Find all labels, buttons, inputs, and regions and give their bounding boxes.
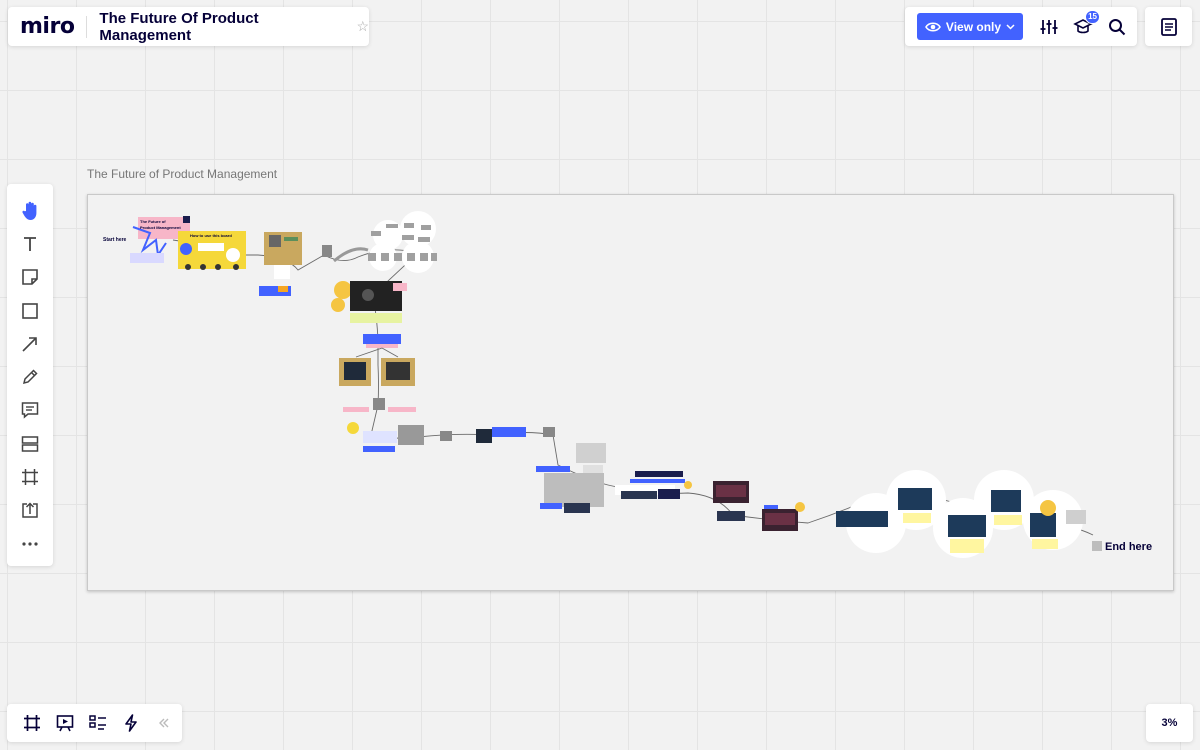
- lightning-button[interactable]: [114, 708, 147, 738]
- start-label[interactable]: Start here: [103, 237, 127, 243]
- view-only-button[interactable]: View only: [917, 13, 1023, 40]
- frame-title[interactable]: The Future of Product Management: [87, 167, 278, 181]
- frame-icon: [22, 469, 38, 486]
- end-cluster[interactable]: [836, 470, 1102, 558]
- frame-tool[interactable]: [13, 460, 47, 493]
- intro-title-line1: The Future of: [140, 219, 166, 224]
- chevron-down-icon: [1006, 23, 1015, 30]
- howto-title: How to use this board: [190, 233, 232, 238]
- collapse-button[interactable]: [147, 708, 180, 738]
- intro-card[interactable]: [130, 216, 190, 263]
- search-button[interactable]: [1103, 13, 1131, 41]
- text-icon: [24, 237, 36, 251]
- layout-icon: [21, 435, 39, 452]
- pen-icon: [22, 369, 38, 385]
- connection-line-tool[interactable]: [13, 327, 47, 360]
- end-label[interactable]: End here: [1105, 541, 1153, 553]
- hand-icon: [22, 201, 37, 220]
- text-tool[interactable]: [13, 227, 47, 260]
- shape-icon: [22, 302, 38, 319]
- hand-tool[interactable]: [13, 194, 47, 227]
- upload-tool[interactable]: [13, 494, 47, 527]
- board-header: miro The Future Of Product Management ☆: [8, 7, 369, 46]
- pen-tool[interactable]: [13, 360, 47, 393]
- bottom-toolbar: [7, 704, 182, 742]
- board-content: [130, 211, 1102, 558]
- frames-button[interactable]: [15, 708, 48, 738]
- star-icon[interactable]: ☆: [356, 18, 369, 34]
- learning-button[interactable]: 15: [1069, 9, 1100, 41]
- lightning-icon: [124, 714, 137, 732]
- notification-badge: 15: [1085, 9, 1100, 24]
- sticky-note-tool[interactable]: [13, 261, 47, 294]
- intro-title-line2: Product Management: [140, 225, 181, 230]
- upload-icon: [22, 502, 38, 519]
- decision-node[interactable]: [363, 334, 401, 344]
- frames-icon: [23, 715, 40, 731]
- miro-logo[interactable]: miro: [20, 14, 75, 39]
- presentation-icon: [56, 715, 73, 732]
- shape-tool[interactable]: [13, 294, 47, 327]
- board-outline-button[interactable]: [81, 708, 114, 738]
- workshop-section[interactable]: [536, 443, 606, 513]
- more-icon: [22, 542, 38, 546]
- eye-icon: [924, 21, 941, 32]
- comment-icon: [21, 402, 39, 420]
- board-title[interactable]: The Future Of Product Management: [99, 9, 259, 44]
- comment-tool[interactable]: [13, 394, 47, 427]
- topic-cluster[interactable]: [368, 211, 437, 273]
- document-icon: [1160, 17, 1177, 36]
- howto-card[interactable]: [178, 231, 246, 270]
- collapse-icon: [158, 718, 168, 728]
- header-divider: [86, 15, 88, 38]
- header-actions: View only 15: [905, 7, 1137, 46]
- more-tools[interactable]: [13, 527, 47, 560]
- board-frame[interactable]: Start here The Future of Product Managem…: [87, 194, 1174, 591]
- connection-line-icon: [22, 337, 37, 352]
- settings-sliders-button[interactable]: [1035, 13, 1063, 41]
- search-icon: [1109, 18, 1126, 35]
- sliders-icon: [1040, 19, 1058, 34]
- video-cluster[interactable]: [331, 281, 407, 323]
- layout-tool[interactable]: [13, 427, 47, 460]
- presentation-button[interactable]: [48, 708, 81, 738]
- view-only-label: View only: [945, 19, 1002, 34]
- avatar: [322, 245, 332, 257]
- sticky-note-icon: [22, 269, 38, 286]
- left-toolbar: [7, 184, 53, 566]
- board-outline-icon: [88, 715, 106, 730]
- notes-button[interactable]: [1145, 7, 1192, 46]
- product-school-card[interactable]: [347, 422, 424, 452]
- speaker-card[interactable]: [259, 232, 302, 296]
- zoom-level[interactable]: 3%: [1146, 704, 1193, 742]
- graduation-cap-icon: [1073, 18, 1093, 33]
